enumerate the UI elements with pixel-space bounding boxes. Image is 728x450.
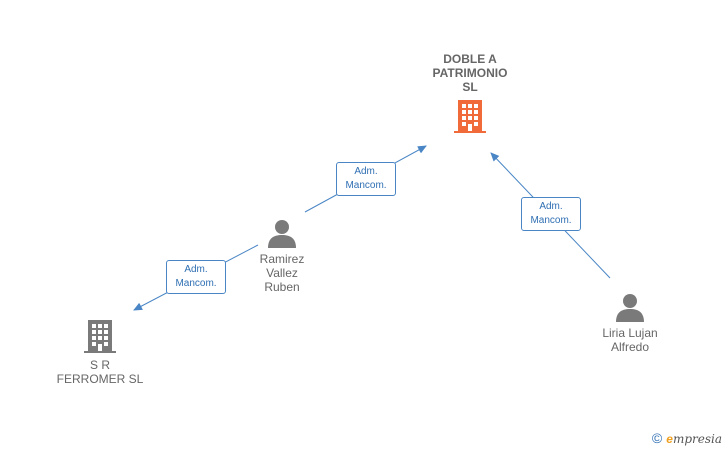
person-icon	[616, 294, 644, 322]
node-label-line: Ramirez	[259, 252, 305, 266]
node-label-line: S R	[89, 358, 110, 372]
brand-initial: e	[666, 432, 673, 446]
person-icon	[268, 220, 296, 248]
node-doble-a-patrimonio[interactable]: DOBLE A PATRIMONIO SL	[410, 52, 530, 134]
edge-label-line: Mancom.	[530, 215, 572, 226]
edge-label-ramirez-doble-a[interactable]: Adm. Mancom.	[336, 162, 396, 196]
node-label-line: Ruben	[264, 280, 300, 294]
copyright-icon: ©	[651, 430, 663, 446]
edge-label-line: Mancom.	[345, 180, 387, 191]
node-label-line: DOBLE A	[443, 52, 497, 66]
copyright-watermark: ©empresia	[652, 430, 722, 446]
building-icon	[84, 320, 116, 353]
node-label-line: FERROMER SL	[56, 372, 144, 386]
node-label-line: Vallez	[266, 266, 298, 280]
node-sr-ferromer-sl[interactable]: S R FERROMER SL	[50, 318, 150, 386]
node-liria-lujan-alfredo[interactable]: Liria Lujan Alfredo	[584, 292, 676, 354]
node-label-line: Liria Lujan	[602, 326, 658, 340]
edge-label-line: Adm.	[184, 264, 208, 275]
edge-label-line: Adm.	[354, 166, 378, 177]
node-label-line: Alfredo	[610, 340, 650, 354]
edge-label-line: Mancom.	[175, 278, 217, 289]
node-label-line: PATRIMONIO	[432, 66, 508, 80]
node-label-line: SL	[462, 80, 478, 94]
node-ramirez-vallez-ruben[interactable]: Ramirez Vallez Ruben	[240, 218, 324, 294]
edge-label-ramirez-sr-ferromer[interactable]: Adm. Mancom.	[166, 260, 226, 294]
building-icon	[454, 100, 486, 133]
brand-name: mpresia	[672, 432, 722, 446]
edge-label-liria-doble-a[interactable]: Adm. Mancom.	[521, 197, 581, 231]
edge-label-line: Adm.	[539, 201, 563, 212]
